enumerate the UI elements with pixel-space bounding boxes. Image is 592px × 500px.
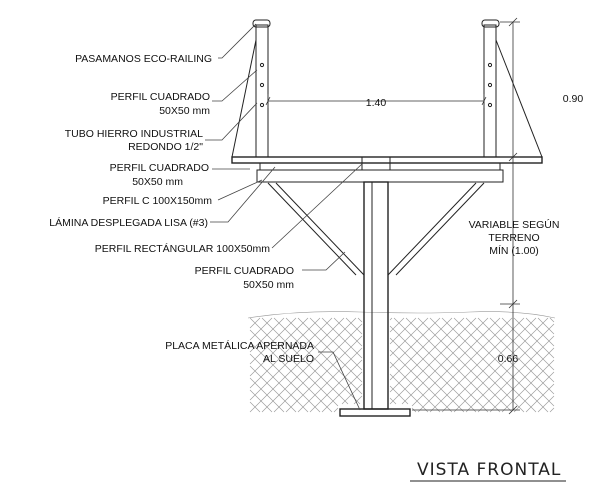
- post-column: [363, 181, 389, 410]
- label-placa: PLACA METÁLICA APERNADA: [165, 339, 314, 352]
- hatch-line: [389, 317, 453, 381]
- hatch-line: [285, 317, 363, 395]
- hatch-line: [489, 317, 555, 383]
- hatch-line: [333, 317, 429, 413]
- hatch-line: [441, 317, 537, 413]
- hatch-line: [321, 317, 417, 413]
- left-railing: [231, 19, 271, 158]
- central-post: [339, 181, 411, 417]
- variable-label-3: MÍN (1.00): [489, 244, 539, 257]
- hatch-line: [525, 317, 555, 347]
- hatch-line: [389, 317, 465, 393]
- deck: [231, 156, 543, 183]
- hatch-line: [345, 317, 441, 413]
- hatch-line: [549, 407, 555, 413]
- hatch-line: [489, 347, 555, 413]
- label-perfil-rect: PERFIL RECTÁNGULAR 100X50mm: [95, 242, 270, 255]
- label-perfil-c: PERFIL C 100X150mm: [103, 195, 213, 207]
- label-placa-suelo: AL SUELO: [263, 353, 314, 365]
- hatch-line: [513, 371, 555, 413]
- hatch-line: [389, 325, 477, 413]
- railing-height-value: 0.90: [563, 93, 584, 105]
- hatch-line: [309, 317, 405, 413]
- hatch-line: [285, 335, 363, 413]
- hatch-line: [297, 317, 363, 383]
- ground-hatch: [247, 311, 556, 413]
- hatch-line: [249, 317, 339, 407]
- left-post: [255, 24, 269, 158]
- label-perfil-cuadrado-3: PERFIL CUADRADO: [195, 265, 294, 277]
- right-rail-brace: [495, 39, 543, 158]
- hatch-line: [357, 317, 453, 413]
- perfil-c-beam: [259, 162, 501, 171]
- hatch-line: [429, 317, 525, 413]
- label-perfil-cuadrado-1: PERFIL CUADRADO: [111, 91, 210, 103]
- variable-label-2: TERRENO: [488, 232, 539, 244]
- label-perfil-cuadrado-3-size: 50X50 mm: [243, 279, 294, 291]
- hatch-line: [525, 383, 555, 413]
- hatch-line: [389, 317, 477, 405]
- foundation-value: 0.66: [498, 353, 519, 365]
- hatch-line: [297, 317, 393, 413]
- hatch-line: [273, 317, 361, 405]
- hatch-line: [477, 317, 555, 395]
- hatch-line: [465, 317, 555, 407]
- hatch-line: [549, 317, 555, 323]
- ground-line: [247, 311, 556, 319]
- hatch-line: [405, 317, 501, 413]
- label-tubo: TUBO HIERRO INDUSTRIAL: [65, 128, 203, 140]
- left-handrail-cap: [252, 19, 271, 28]
- hatch-line: [353, 317, 441, 405]
- rectangular-beam: [256, 169, 504, 183]
- hatch-line: [465, 323, 555, 413]
- label-railing: PASAMANOS ECO-RAILING: [75, 53, 212, 65]
- leader-lines: [205, 23, 363, 411]
- left-rail-brace: [231, 39, 257, 158]
- hatch-line: [393, 317, 489, 413]
- right-railing: [481, 19, 543, 158]
- height-dimensions: 0.90 VARIABLE SEGÚN TERRENO MÍN (1.00) 0…: [412, 17, 584, 415]
- right-handrail-cap: [481, 19, 500, 28]
- width-value: 1.40: [366, 97, 387, 109]
- hatch-line: [401, 317, 489, 405]
- hatch-line: [417, 317, 513, 413]
- hatch-line: [537, 317, 555, 335]
- label-tubo-size: REDONDO 1/2": [128, 141, 203, 153]
- hatch-line: [477, 335, 555, 413]
- base-plate: [339, 408, 411, 417]
- label-perfil-cuadrado-2: PERFIL CUADRADO: [110, 162, 209, 174]
- diagonal-braces: [267, 182, 485, 276]
- width-dimension: 1.40: [265, 94, 487, 109]
- hatch-line: [273, 323, 363, 413]
- hatch-line: [261, 317, 349, 405]
- deck-top-plate: [231, 156, 543, 164]
- label-perfil-cuadrado-2-size: 50X50 mm: [132, 176, 183, 188]
- right-post: [483, 24, 497, 158]
- hatch-line: [501, 317, 555, 371]
- hatch-line: [513, 317, 555, 359]
- hatch-line: [389, 337, 465, 413]
- hatch-line: [333, 317, 429, 413]
- drawing-title: VISTA FRONTAL: [417, 460, 561, 480]
- label-lamina: LÁMINA DESPLEGADA LISA (#3): [49, 216, 208, 229]
- hatch-line: [537, 395, 555, 413]
- hatch-line: [453, 317, 549, 413]
- hatch-line: [411, 317, 501, 407]
- hatch-line: [501, 359, 555, 413]
- variable-label-1: VARIABLE SEGÚN: [469, 218, 560, 231]
- label-perfil-cuadrado-1-size: 50X50 mm: [159, 105, 210, 117]
